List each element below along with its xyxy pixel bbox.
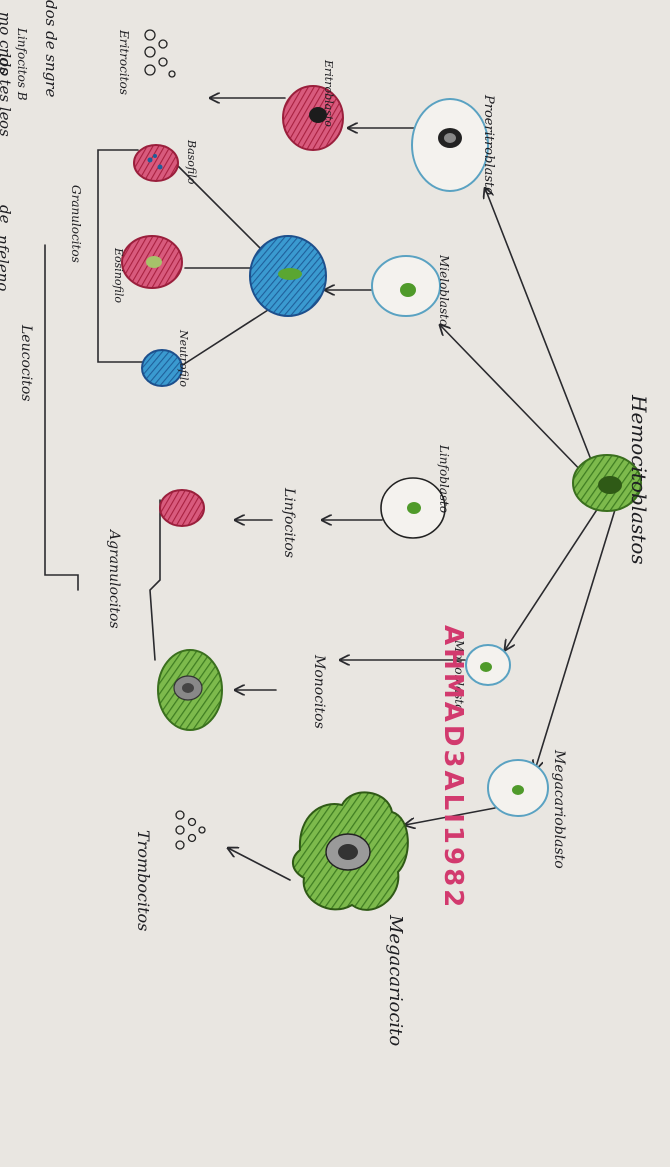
label-monocitos: Monocitos (311, 654, 327, 729)
linfoblasto-cell (380, 477, 446, 539)
eritroblasto-cell (282, 85, 344, 151)
monocito-cell (157, 649, 223, 731)
eosinofilo-cell (121, 235, 183, 289)
megacariocito-cell (292, 791, 409, 911)
basofilo-cell (133, 144, 179, 182)
label-trombocitos: Trombocitos (134, 830, 153, 931)
neutrofilo-cell (141, 349, 183, 387)
label-eritroblasto: Eritroblasto (322, 59, 335, 127)
line-to-basofilo (171, 159, 263, 251)
label-eosinofilo: Eosinofilo (112, 247, 125, 303)
connection-lines (44, 98, 619, 881)
margin-note-1: mo c los tes le (0, 12, 14, 121)
margin-note-6: nfeleno (0, 235, 12, 291)
eritrocitos-dots (144, 29, 176, 78)
margin-note-2: dos de sngre (42, 0, 60, 97)
label-linfocitos: Linfocitos (281, 487, 297, 558)
agranulocyte-bracket (149, 499, 161, 661)
label-mieloblasto: Mieloblasto (437, 254, 451, 326)
label-neutrofilo: Neutrofilo (177, 329, 190, 387)
label-hemocitoblastos: Hemocitoblastos (627, 394, 651, 565)
label-linfocitos-b: Linfocitos B (15, 27, 29, 101)
label-agranulocitos: Agranulocitos (106, 528, 122, 629)
leucocitos-bracket (44, 244, 79, 591)
cell-labels: Hemocitoblastos Proeritroblasto Eritrobl… (15, 27, 651, 1046)
label-eritrocitos: Eritrocitos (117, 29, 131, 95)
left-margin-notes: mo c los tes le dos de sngre ndo os de n… (0, 0, 60, 291)
arrow-hemo-to-mega (535, 499, 619, 770)
label-basofilo: Basofilo (185, 139, 198, 185)
label-monoblasto: Monoblasto (452, 639, 466, 711)
label-granulocitos: Granulocitos (69, 185, 83, 263)
arrow-hemo-to-mielo (440, 325, 591, 481)
label-leucocitos: Leucocitos (18, 324, 34, 401)
trombocitos-dots (175, 810, 206, 850)
arrow-megacarioblasto-to-megacariocito (405, 807, 496, 825)
arrow-hemo-to-mono (505, 504, 601, 650)
label-megacariocito: Megacariocito (385, 914, 406, 1046)
margin-note-5: de (0, 205, 14, 224)
margin-note-3: ndo (0, 48, 14, 76)
proeritroblasto-cell (411, 98, 489, 192)
arrow-megacariocito-to-trombocitos (228, 848, 291, 881)
arrow-hemo-to-proeritro (485, 188, 596, 471)
line-to-neutrofilo (177, 309, 269, 369)
granulocyte-bracket (97, 149, 151, 363)
monoblasto-cell (465, 644, 511, 686)
label-linfoblasto: Linfoblasto (437, 444, 451, 513)
label-megacarioblasto: Megacarioblasto (551, 749, 567, 869)
margin-note-4: os (0, 120, 14, 137)
watermark-text: AHMAD3ALI1982 (438, 625, 468, 910)
mieloblasto-cell (371, 255, 441, 317)
hemocitoblasto-cell (572, 454, 642, 512)
label-proeritroblasto: Proeritroblasto (481, 94, 496, 195)
megacarioblasto-cell (487, 759, 549, 817)
linfocito-cell (159, 489, 205, 527)
promielocito-cell (249, 235, 327, 317)
